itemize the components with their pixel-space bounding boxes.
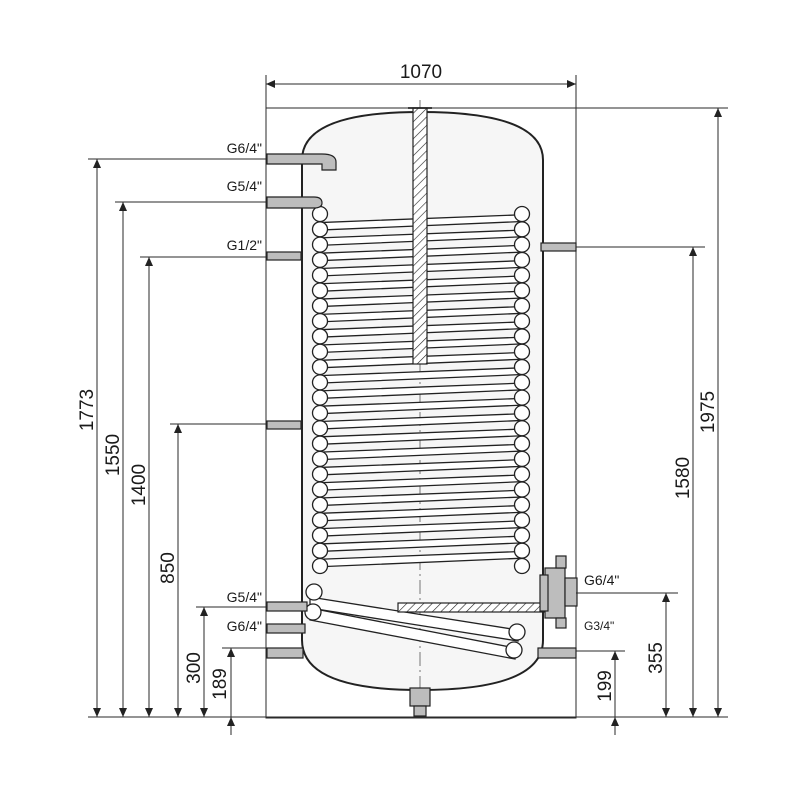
heater-flange: [539, 555, 578, 629]
coil-tube-section: [513, 236, 531, 253]
coil-tube-section: [513, 389, 531, 406]
dim-1773: 1773: [77, 158, 266, 717]
dim-1400-label: 1400: [129, 464, 150, 506]
label-g64-lower: G6/4": [227, 618, 262, 634]
coil-tube-section: [311, 557, 329, 575]
coil-tube-section: [513, 466, 531, 483]
coil-tube-section: [311, 251, 329, 269]
coil-tube-section: [513, 267, 531, 284]
dim-355: 355: [576, 592, 678, 717]
coil-tube-section: [513, 420, 531, 437]
coil-tube-section: [513, 496, 531, 513]
label-g64-top: G6/4": [227, 140, 262, 156]
coil-tube-section: [513, 297, 531, 314]
coil-tube-section: [513, 251, 531, 269]
coil-tube-section: [311, 267, 329, 284]
dim-1773-label: 1773: [77, 389, 98, 431]
coil-tube-section: [513, 282, 531, 299]
dim-heights-right: 1975 1580 355 199: [576, 107, 728, 735]
label-g34-right: G3/4": [584, 619, 614, 633]
coil-tube-section: [311, 542, 329, 559]
coil-tube-section: [311, 389, 329, 406]
lower-heat-exchanger-coil: [304, 583, 526, 660]
dim-189-label: 189: [210, 668, 231, 700]
coil-tube-section: [513, 527, 531, 544]
label-g54-upper: G5/4": [227, 178, 262, 194]
coil-tube-section: [311, 236, 329, 253]
coil-tube-section: [311, 221, 329, 238]
coil-tube-section: [311, 450, 329, 468]
coil-tube-section: [513, 481, 531, 498]
dim-1550-label: 1550: [103, 434, 124, 476]
coil-tube-section: [311, 496, 329, 513]
coil-tube-section: [513, 343, 531, 360]
coil-tube-section: [311, 343, 329, 360]
dim-1550: 1550: [103, 201, 266, 717]
connection-labels: G6/4" G5/4" G1/2" G5/4" G6/4" G6/4" G3/4…: [227, 140, 620, 634]
coil-tube-section: [513, 358, 531, 376]
coil-tube-section: [311, 404, 329, 422]
coil-tube-section: [311, 466, 329, 483]
coil-tube-section: [311, 328, 329, 345]
pipe-connections: [266, 153, 577, 717]
coil-tube-section: [311, 374, 329, 391]
dim-850: 850: [158, 423, 266, 717]
dim-1975-label: 1975: [698, 391, 719, 433]
coil-tube-section: [513, 404, 531, 422]
coil-tube-section: [311, 527, 329, 544]
electric-heater-rod: [397, 602, 549, 613]
dim-width: 1070: [265, 62, 577, 108]
coil-tube-section: [513, 205, 531, 223]
coil-tube-section: [513, 312, 531, 330]
coil-tube-section: [513, 450, 531, 468]
coil-tube-section: [513, 542, 531, 559]
label-g12: G1/2": [227, 237, 262, 253]
dim-199: 199: [576, 650, 625, 735]
coil-tube-section: [311, 420, 329, 437]
coil-tube-section: [311, 312, 329, 330]
dim-1580: 1580: [576, 246, 705, 717]
coil-tube-section: [513, 435, 531, 452]
coil-tube-section: [513, 328, 531, 345]
dim-heights-left: 1773 1550 1400 850 300 189: [77, 158, 266, 735]
coil-tube-section: [513, 557, 531, 575]
coil-tube-section: [311, 481, 329, 498]
label-g64-right: G6/4": [584, 572, 619, 588]
dim-300: 300: [184, 606, 266, 717]
label-g54-lower: G5/4": [227, 589, 262, 605]
coil-tube-section: [311, 358, 329, 376]
coil-tube-section: [311, 205, 329, 223]
dim-850-label: 850: [158, 552, 179, 584]
anode-rod: [412, 107, 428, 365]
dim-1400: 1400: [129, 256, 266, 717]
coil-tube-section: [513, 511, 531, 529]
dim-width-label: 1070: [400, 62, 442, 83]
coil-tube-section: [311, 435, 329, 452]
coil-tube-section: [513, 374, 531, 391]
dim-1580-label: 1580: [673, 457, 694, 499]
coil-tube-section: [513, 221, 531, 238]
dim-189: 189: [210, 647, 266, 735]
dim-300-label: 300: [184, 652, 205, 684]
dim-199-label: 199: [595, 670, 616, 702]
dim-1975: 1975: [576, 107, 728, 717]
coil-tube-section: [311, 297, 329, 314]
dim-355-label: 355: [646, 642, 667, 674]
coil-tube-section: [311, 282, 329, 299]
coil-tube-section: [311, 511, 329, 529]
